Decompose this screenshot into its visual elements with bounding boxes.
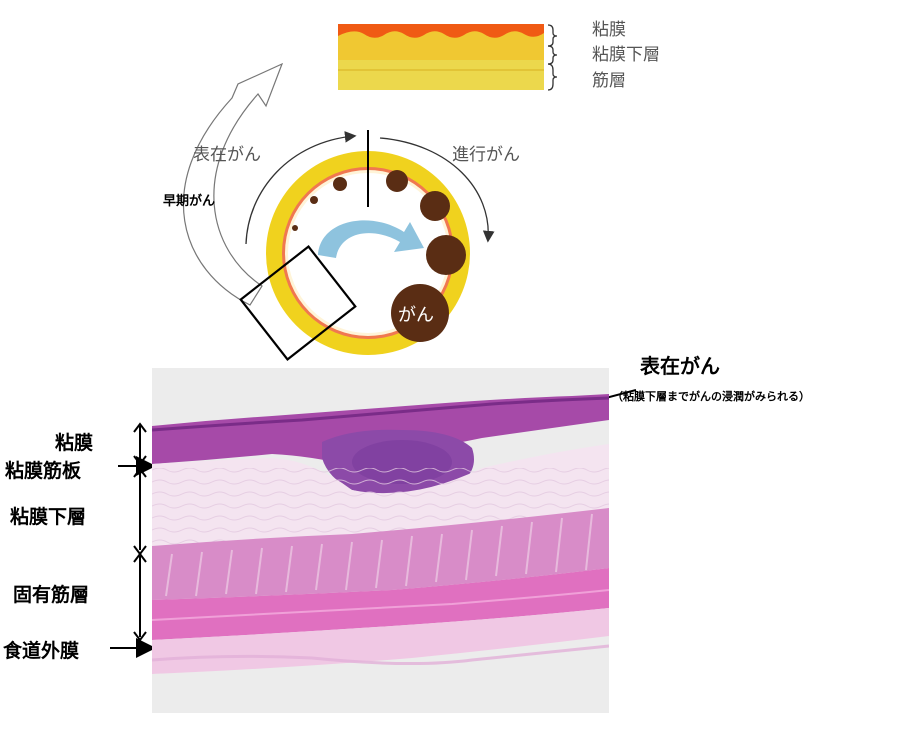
muscle-legend-label: 筋層 [592, 71, 626, 91]
layer-strip [338, 24, 558, 91]
curved-arrow-icon [182, 62, 284, 306]
tumor-dot-5 [420, 191, 450, 221]
submucosa-legend-label: 粘膜下層 [592, 45, 660, 65]
tumor-dot-2 [310, 196, 318, 204]
mucosa-band [338, 24, 544, 38]
mucosa-label: 粘膜 [55, 432, 94, 454]
muscularis-mucosae-label: 粘膜筋板 [5, 460, 82, 482]
mucosa-brace [547, 24, 558, 47]
muscle-brace [547, 63, 558, 91]
advanced-cancer-label: 進行がん [452, 145, 520, 165]
advanced-progress-arrow [379, 137, 495, 243]
superficial-cancer-label: 表在がん [193, 145, 261, 165]
tumor-dot-6 [426, 235, 466, 275]
tumor-large [391, 284, 449, 342]
submucosa-brace [547, 45, 558, 65]
muscularis-outer [152, 568, 609, 640]
progression-arrow-icon [318, 220, 424, 258]
esophagus-cross-section [239, 130, 495, 361]
early-cancer-label: 早期がん [163, 194, 216, 209]
mucosa-legend-label: 粘膜 [592, 20, 626, 40]
histology-micrograph [152, 368, 609, 713]
tumor-label: がん [398, 305, 434, 326]
superficial-progress-arrow [245, 131, 357, 245]
tumor-dot-1 [292, 225, 298, 231]
micrograph-subtitle: （粘膜下層までがんの浸潤がみられる） [612, 390, 810, 403]
zoom-window [239, 245, 357, 361]
submucosa-label: 粘膜下層 [10, 506, 87, 528]
tumor-dot-3 [333, 177, 347, 191]
tumor-dot-4 [386, 170, 408, 192]
adventitia-label: 食道外膜 [3, 640, 80, 662]
muscularis-propria-label: 固有筋層 [13, 584, 90, 606]
micrograph-title: 表在がん [640, 354, 720, 378]
